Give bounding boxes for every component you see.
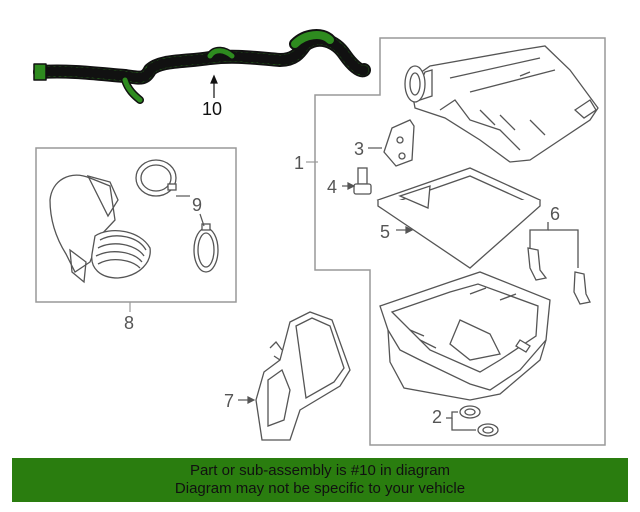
callout-2: 2 [432, 407, 443, 427]
callout-6: 6 [550, 204, 561, 224]
callout-9: 9 [192, 195, 203, 215]
part-10-highlighted-hose[interactable] [33, 29, 371, 104]
banner-line-2: Diagram may not be specific to your vehi… [174, 480, 466, 497]
air-cleaner-cover [404, 45, 599, 163]
info-banner: Part or sub-assembly is #10 in diagram D… [12, 458, 628, 502]
assembly-8-frame [35, 147, 237, 303]
callout-10: 10 [202, 99, 223, 119]
part-9-clamps [135, 159, 219, 273]
callout-3: 3 [354, 139, 365, 159]
parts-diagram [33, 29, 606, 446]
part-4-bolt [353, 167, 372, 195]
leader-10 [210, 74, 218, 98]
callout-4: 4 [327, 177, 338, 197]
part-2-grommets [446, 405, 499, 437]
leader-7 [238, 396, 256, 404]
callout-1: 1 [294, 153, 305, 173]
part-3-bracket [383, 119, 415, 167]
lower-housing [379, 271, 551, 401]
callout-8: 8 [124, 313, 135, 333]
part-5-filter [376, 167, 542, 269]
part-8-duct [49, 174, 151, 284]
callout-7: 7 [224, 391, 235, 411]
assembly-1-frame [314, 37, 606, 446]
leader-4 [342, 182, 356, 190]
banner-line-1: Part or sub-assembly is #10 in diagram [189, 462, 451, 479]
leader-9 [176, 195, 205, 227]
callout-5: 5 [380, 222, 391, 242]
part-7-resonator [255, 311, 351, 441]
leader-5 [396, 226, 414, 234]
part-6-clips [527, 222, 591, 305]
